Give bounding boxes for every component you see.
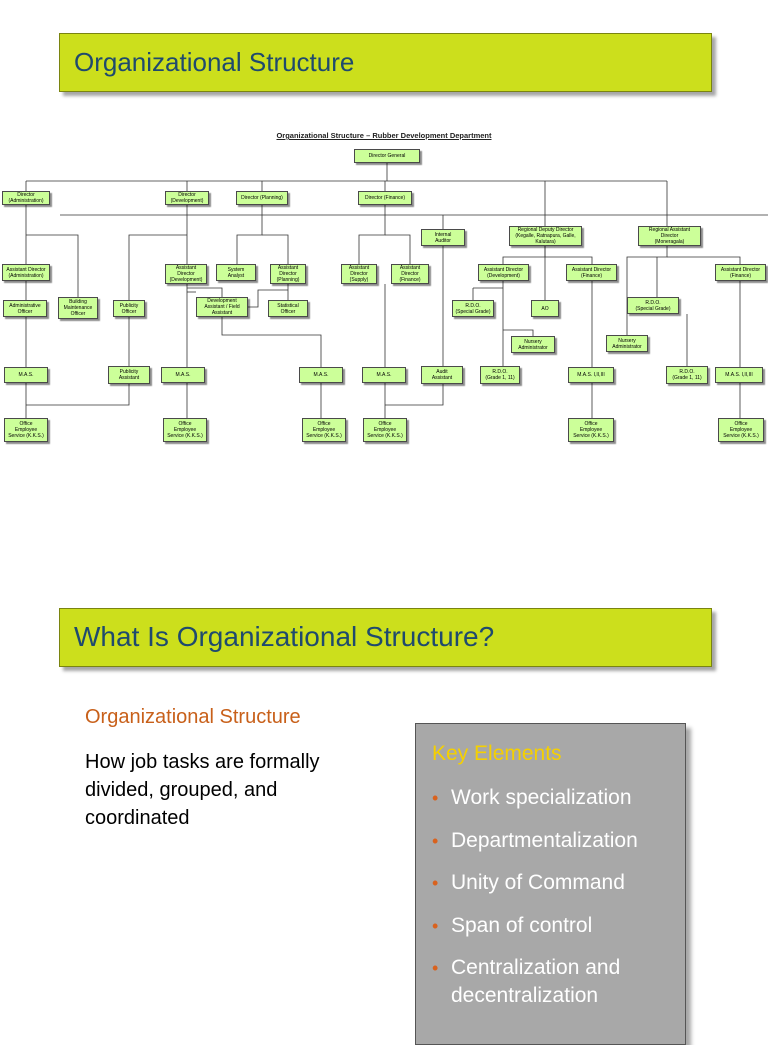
- sub-heading: Organizational Structure: [85, 706, 301, 728]
- org-node-dg: Director General: [354, 149, 420, 163]
- org-node-ad_fin1: Assistant Director (Finance): [391, 264, 429, 284]
- org-node-oes4: Office Employee Service (K.K.S.): [363, 418, 407, 442]
- org-node-mas6: M.A.S. I,II,III: [715, 367, 763, 383]
- bullet-icon: •: [432, 915, 439, 936]
- list-item: •Departmentalization: [432, 827, 680, 855]
- key-elements-box: Key Elements •Work specialization •Depar…: [415, 723, 686, 1045]
- connector-line: [236, 205, 263, 264]
- org-node-rdo3: R.D.O. (Grade 1, 11): [480, 366, 520, 384]
- slide2-title: What Is Organizational Structure?: [74, 621, 495, 652]
- slide1-title-bar: Organizational Structure: [59, 33, 712, 92]
- org-node-oes2: Office Employee Service (K.K.S.): [163, 418, 207, 442]
- org-chart-title: Organizational Structure – Rubber Develo…: [276, 131, 492, 140]
- connector-line: [128, 234, 187, 300]
- org-node-po: Publicity Officer: [113, 300, 145, 317]
- connector-line: [385, 234, 411, 264]
- key-elements-title: Key Elements: [432, 742, 562, 765]
- org-node-ad_fin3: Assistant Director (Finance): [715, 264, 766, 281]
- org-node-ad_dev: Assistant Director (Development): [165, 264, 207, 284]
- bullet-icon: •: [432, 830, 439, 851]
- bullet-icon: •: [432, 958, 439, 978]
- org-node-d_admin: Director (Administration): [2, 191, 50, 205]
- org-node-oes1: Office Employee Service (K.K.S.): [4, 418, 48, 442]
- connector-line: [26, 234, 79, 297]
- org-node-ao: AO: [531, 300, 559, 317]
- org-node-d_plan: Director (Planning): [236, 191, 288, 205]
- slide2-title-bar: What Is Organizational Structure?: [59, 608, 712, 667]
- connector-line: [248, 289, 288, 308]
- org-node-pa: Publicity Assistant: [108, 366, 150, 384]
- bullet-icon: •: [432, 873, 439, 893]
- slide1-title: Organizational Structure: [74, 47, 355, 77]
- description-text: How job tasks are formally divided, grou…: [85, 751, 320, 829]
- org-node-na2: Nursery Administrator: [606, 335, 648, 352]
- org-node-bmo: Building Maintenance Officer: [58, 297, 98, 319]
- connector-line: [502, 246, 546, 264]
- connector-lines: [25, 163, 768, 418]
- org-node-d_dev: Director (Development): [165, 191, 209, 205]
- org-node-ad_fin2: Assistant Director (Finance): [566, 264, 617, 281]
- org-node-rdo1: R.D.O. (Special Grade): [452, 300, 494, 317]
- org-chart: Organizational Structure – Rubber Develo…: [0, 120, 768, 460]
- connector-line: [221, 317, 322, 367]
- list-item: •Unity of Command: [432, 869, 680, 897]
- org-node-rdd: Regional Deputy Director (Kegalle, Ratna…: [509, 226, 582, 246]
- org-node-oes6: Office Employee Service (K.K.S.): [718, 418, 764, 442]
- org-node-dafa: Development Assistant / Field Assistant: [196, 297, 248, 317]
- connector-line: [385, 384, 444, 406]
- org-node-mas2: M.A.S.: [161, 367, 205, 383]
- org-node-rdo2: R.D.O. (Special Grade): [627, 297, 679, 314]
- list-item: •Work specialization: [432, 784, 680, 812]
- org-node-rdo4: R.D.O. (Grade 1, 11): [666, 366, 708, 384]
- org-node-ao1: Administrative Officer: [3, 300, 47, 317]
- org-node-ia: Internal Auditor: [421, 229, 465, 246]
- org-node-ad_dev2: Assistant Director (Development): [478, 264, 529, 281]
- org-node-mas5: M.A.S. I,II,III: [568, 367, 614, 383]
- org-node-na1: Nursery Administrator: [511, 336, 555, 353]
- org-node-oes3: Office Employee Service (K.K.S.): [302, 418, 346, 442]
- org-node-oes5: Office Employee Service (K.K.S.): [568, 418, 614, 442]
- org-node-rad: Regional Assistant Director (Moneragala): [638, 226, 701, 246]
- connector-line: [262, 234, 289, 264]
- org-node-d_fin: Director (Finance): [358, 191, 412, 205]
- bullet-icon: •: [432, 788, 439, 808]
- key-elements-list: •Work specialization •Departmentalizatio…: [432, 784, 680, 1025]
- connector-line: [545, 256, 593, 264]
- org-node-so: Statistical Officer: [268, 300, 308, 317]
- org-node-ad_plan: Assistant Director (Planning): [270, 264, 306, 284]
- connector-line: [26, 384, 130, 406]
- org-node-mas4: M.A.S.: [362, 367, 406, 383]
- connector-line: [187, 287, 223, 297]
- connector-line: [503, 329, 534, 336]
- list-item: •Centralization and decentralization: [432, 956, 621, 1007]
- connector-line: [667, 256, 741, 264]
- org-node-sa: System Analyst: [216, 264, 256, 281]
- connector-line: [626, 246, 668, 335]
- org-node-ad_admin: Assistant Director (Administration): [2, 264, 50, 281]
- org-node-mas1: M.A.S.: [4, 367, 48, 383]
- org-node-mas3: M.A.S.: [299, 367, 343, 383]
- org-node-aa: Audit Assistant: [421, 366, 463, 384]
- list-item: •Span of control: [432, 912, 680, 940]
- org-node-ad_sup: Assistant Director (Supply): [341, 264, 377, 284]
- connector-line: [358, 205, 386, 264]
